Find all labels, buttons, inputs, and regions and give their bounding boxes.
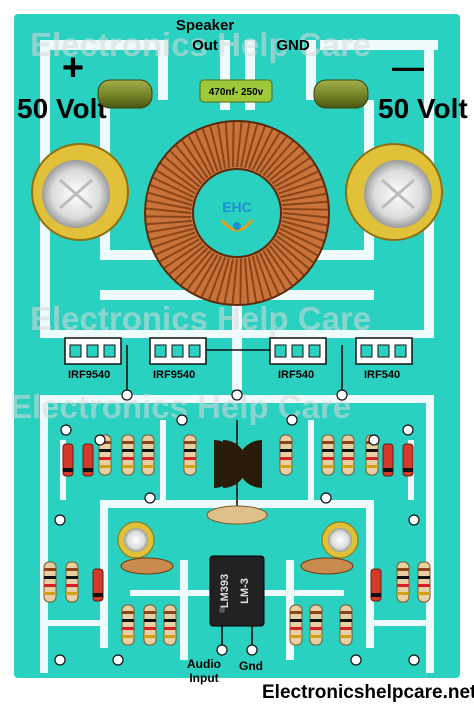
mosfet-block-4: IRF540	[355, 337, 413, 381]
toroid-inductor: EHC	[144, 120, 330, 306]
transistor-label-4: IRF540	[364, 369, 400, 381]
solder-pad	[320, 492, 332, 504]
resistor-right-0	[279, 434, 293, 476]
minus-voltage-label: 50 Volt	[378, 93, 468, 124]
resistor-left-2	[141, 434, 155, 476]
driver-transistor-right	[238, 440, 262, 488]
resistor-bottom-4	[289, 604, 303, 646]
minus-symbol: —	[392, 49, 424, 85]
solder-pad	[336, 389, 348, 401]
ceramic-caps	[120, 505, 354, 575]
component-layer	[43, 389, 431, 666]
driver-transistor-left	[214, 440, 247, 488]
solder-pad	[231, 389, 243, 401]
gnd-bottom-label: Gnd	[239, 659, 263, 673]
solder-pad	[408, 514, 420, 526]
solder-pad	[144, 492, 156, 504]
diode-right-2	[402, 443, 414, 477]
resistor-lower-right-1	[396, 561, 410, 603]
resistor-bottom-2	[143, 604, 157, 646]
solder-pad	[176, 414, 188, 426]
solder-pad	[54, 654, 66, 666]
solder-pad	[246, 644, 258, 656]
film-capacitor-left	[97, 79, 153, 109]
resistor-left-3	[183, 434, 197, 476]
solder-pad	[286, 414, 298, 426]
transistor-label-3: IRF540	[278, 369, 314, 381]
website-label: Electronicshelpcare.net	[262, 682, 474, 703]
mosfet-block-3: IRF540	[269, 337, 327, 381]
resistor-bottom-3	[163, 604, 177, 646]
mosfet-block-2: IRF9540	[149, 337, 207, 381]
resistor-lower-left-2	[65, 561, 79, 603]
ic-label-line2: LM-3	[239, 578, 251, 604]
resistor-bottom-5	[309, 604, 323, 646]
solder-pad	[402, 424, 414, 436]
solder-pad	[112, 654, 124, 666]
audio-input-label-line2: Input	[189, 671, 218, 685]
speaker-out-label-line1: Speaker	[176, 17, 235, 34]
solder-pad	[54, 514, 66, 526]
electrolytic-capacitor-right	[345, 143, 443, 241]
transistor-label-2: IRF9540	[153, 369, 195, 381]
gnd-top-label: GND	[276, 37, 310, 54]
solder-pad	[350, 654, 362, 666]
watermark-top: Electronics Help Care	[30, 26, 371, 63]
ehc-logo: EHC	[220, 199, 254, 232]
solder-pad	[94, 434, 106, 446]
resistor-right-2	[341, 434, 355, 476]
ic-label-line1: LM393	[219, 574, 231, 608]
solder-pad	[368, 434, 380, 446]
logo-text: EHC	[222, 199, 252, 215]
resistor-lower-left-1	[43, 561, 57, 603]
electrolytic-capacitor-left	[31, 143, 129, 241]
mosfet-block-1: IRF9540	[64, 337, 122, 381]
film-capacitor-right	[313, 79, 369, 109]
resistor-bottom-1	[121, 604, 135, 646]
diode-lower-right	[370, 568, 382, 602]
audio-input-label-line1: Audio	[187, 657, 221, 671]
solder-pad	[408, 654, 420, 666]
capacitor-rating-label: 470nf- 250v	[209, 87, 264, 98]
solder-pad	[216, 644, 228, 656]
ic-lm393: LM393 LM-3	[209, 555, 265, 627]
capacitor-470nf: 470nf- 250v	[199, 79, 273, 103]
plus-symbol: +	[62, 47, 84, 89]
watermark-middle: Electronics Help Care	[30, 300, 371, 337]
small-capacitor-left	[117, 521, 155, 559]
resistor-bottom-6	[339, 604, 353, 646]
small-capacitor-right	[321, 521, 359, 559]
resistor-lower-right-2	[417, 561, 431, 603]
diode-left-2	[82, 443, 94, 477]
diode-lower-left	[92, 568, 104, 602]
resistor-right-1	[321, 434, 335, 476]
transistor-label-1: IRF9540	[68, 369, 110, 381]
diode-left-1	[62, 443, 74, 477]
plus-voltage-label: 50 Volt	[17, 93, 107, 124]
solder-pad	[60, 424, 72, 436]
speaker-out-label-line2: Out	[192, 37, 218, 54]
resistor-left-1	[121, 434, 135, 476]
solder-pad	[121, 389, 133, 401]
diode-right-1	[382, 443, 394, 477]
